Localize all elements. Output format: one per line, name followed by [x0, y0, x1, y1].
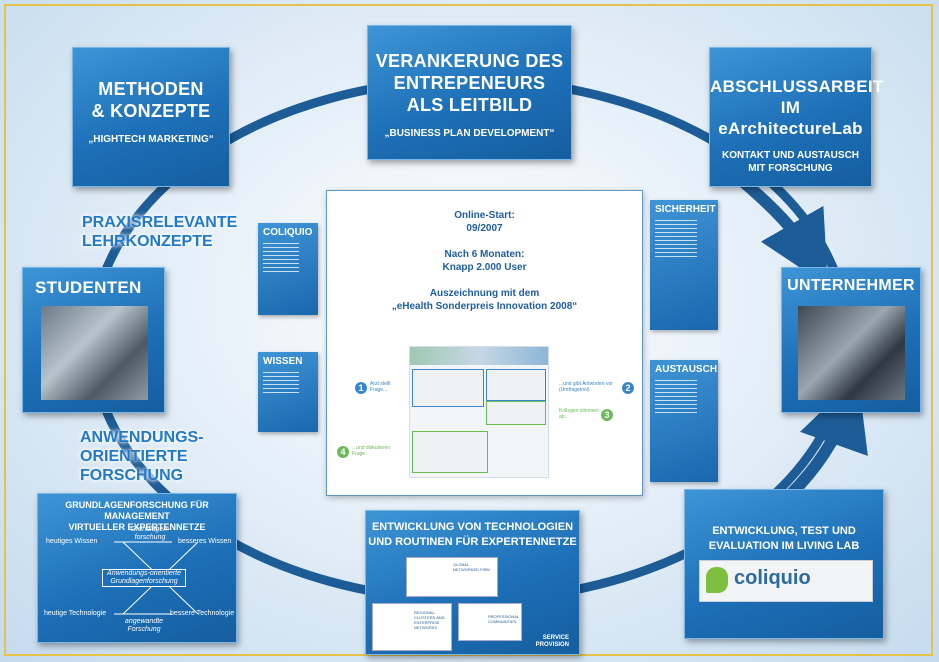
center-panel: Online-Start: 09/2007 Nach 6 Monaten: Kn… [326, 190, 643, 496]
anwendung-line-3: FORSCHUNG [80, 467, 184, 484]
center-line-5: Auszeichnung mit dem [429, 288, 540, 299]
step-1-text: Arzt stellt Frage... [370, 381, 391, 393]
anwendung-label: ANWENDUNGS- ORIENTIERTE FORSCHUNG [80, 428, 204, 485]
verankerung-subtitle: „BUSINESS PLAN DEVELOPMENT“ [384, 128, 555, 139]
step-2-badge: 2 [622, 382, 634, 394]
technologien-title-2: UND ROUTINEN FÜR EXPERTENNETZE [368, 536, 577, 548]
center-line-6: „eHealth Sonderpreis Innovation 2008“ [391, 301, 578, 312]
living-lab-box: ENTWICKLUNG, TEST UND EVALUATION IM LIVI… [684, 489, 884, 639]
wissen-mini-box: WISSEN ▬▬▬▬▬▬▬▬▬▬▬▬ ▬▬▬▬▬▬▬▬▬▬▬▬ ▬▬▬▬▬▬▬… [258, 352, 318, 432]
studenten-title: STUDENTEN [35, 278, 142, 297]
center-line-1: Online-Start: [454, 210, 515, 221]
network-node-global-label: GLOBAL NETWORKED FIRM [453, 562, 490, 572]
anwendung-line-1: ANWENDUNGS- [80, 429, 204, 446]
verankerung-box: VERANKERUNG DES ENTREPENEURS ALS LEITBIL… [367, 25, 572, 160]
abschlussarbeit-sub-2: MIT FORSCHUNG [748, 163, 833, 174]
sicherheit-mini-box: SICHERHEIT ▬▬▬▬▬▬▬▬▬▬▬▬▬▬ ▬▬▬▬▬▬▬▬▬▬▬▬▬▬… [650, 200, 718, 330]
step-3-text: Kollegen stimmen ab... [559, 408, 599, 420]
grundlagen-left-top: heutiges Wissen [46, 538, 98, 545]
living-lab-title-1: ENTWICKLUNG, TEST UND [712, 525, 856, 537]
abschlussarbeit-box: ABSCHLUSSARBEIT IM eArchitectureLab KONT… [709, 47, 884, 187]
studenten-photo [41, 306, 148, 400]
network-node-communities-label: PROFESSIONAL COMMUNITIES [488, 614, 519, 624]
austausch-mini-title: AUSTAUSCH [655, 364, 718, 375]
methoden-box: METHODEN & KONZEPTE „HIGHTECH MARKETING“ [72, 47, 230, 187]
sicherheit-mini-title: SICHERHEIT [655, 204, 716, 215]
unternehmer-title: UNTERNEHMER [787, 277, 915, 294]
step-3-badge: 3 [601, 409, 613, 421]
technologien-title-1: ENTWICKLUNG VON TECHNOLOGIEN [371, 521, 574, 533]
austausch-mini-box: AUSTAUSCH ▬▬▬▬▬▬▬▬▬▬▬▬▬▬ ▬▬▬▬▬▬▬▬▬▬▬▬▬▬ … [650, 360, 718, 482]
unternehmer-photo [798, 306, 905, 400]
network-node-regional-label: REGIONAL CLUSTERS AND ENTERPRISE NETWORK… [414, 610, 445, 630]
grundlagen-title-2: VIRTUELLER EXPERTENNETZE [68, 522, 206, 532]
center-line-2: 09/2007 [466, 223, 503, 234]
verankerung-title-3: ALS LEITBILD [406, 95, 533, 115]
unternehmer-box: UNTERNEHMER [781, 267, 921, 413]
coliquio-logo-mark [706, 567, 728, 593]
abschlussarbeit-title-2: IM eArchitectureLab [718, 98, 863, 138]
living-lab-title-2: EVALUATION IM LIVING LAB [708, 540, 860, 552]
arrow-bottom-right [785, 376, 868, 500]
network-node-global: GLOBAL NETWORKED FIRM [406, 557, 498, 597]
coliquio-mini-box: COLIQUIO ▬▬▬▬▬▬▬▬▬▬▬▬ ▬▬▬▬▬▬▬▬▬▬▬▬ ▬▬▬▬▬… [258, 223, 318, 315]
network-node-regional: REGIONAL CLUSTERS AND ENTERPRISE NETWORK… [372, 603, 452, 651]
praxis-line-1: PRAXISRELEVANTE [82, 214, 238, 231]
methoden-title-1: METHODEN [98, 79, 204, 99]
step-4-text: ...und diskutieren Frage [352, 445, 391, 457]
abschlussarbeit-title-1: ABSCHLUSSARBEIT [710, 77, 884, 96]
technologien-box: ENTWICKLUNG VON TECHNOLOGIEN UND ROUTINE… [365, 510, 580, 655]
coliquio-logo-text: coliquio [734, 567, 811, 589]
screenshot-region-4 [412, 431, 488, 473]
grundlagen-box: GRUNDLAGENFORSCHUNG FÜR MANAGEMENT VIRTU… [37, 493, 237, 643]
studenten-box: STUDENTEN [22, 267, 165, 413]
grundlagen-top-label: Grundlagen-forschung [130, 526, 170, 541]
sicherheit-mini-body: ▬▬▬▬▬▬▬▬▬▬▬▬▬▬ ▬▬▬▬▬▬▬▬▬▬▬▬▬▬ ▬▬▬▬▬▬▬▬▬▬… [655, 218, 697, 258]
step-4-badge: 4 [337, 446, 349, 458]
grundlagen-middle-label: Anwendungs-orientierte Grundlagenforschu… [102, 569, 186, 587]
screenshot-region-2 [486, 369, 546, 401]
verankerung-title-2: ENTREPENEURS [393, 73, 546, 93]
coliquio-mini-body: ▬▬▬▬▬▬▬▬▬▬▬▬ ▬▬▬▬▬▬▬▬▬▬▬▬ ▬▬▬▬▬▬▬▬▬▬▬▬ ▬… [263, 241, 299, 273]
praxis-line-2: LEHRKONZEPTE [82, 233, 213, 250]
coliquio-mini-title: COLIQUIO [263, 227, 313, 238]
austausch-mini-body: ▬▬▬▬▬▬▬▬▬▬▬▬▬▬ ▬▬▬▬▬▬▬▬▬▬▬▬▬▬ ▬▬▬▬▬▬▬▬▬▬… [655, 378, 697, 414]
wissen-mini-title: WISSEN [263, 356, 303, 367]
network-node-communities: PROFESSIONAL COMMUNITIES [458, 603, 522, 641]
praxis-label: PRAXISRELEVANTE LEHRKONZEPTE [82, 213, 237, 251]
center-line-4: Knapp 2.000 User [442, 262, 527, 273]
methoden-title-2: & KONZEPTE [91, 101, 211, 121]
screenshot-region-1 [412, 369, 484, 407]
grundlagen-title-1: GRUNDLAGENFORSCHUNG FÜR MANAGEMENT [65, 500, 209, 521]
service-provision-label: SERVICE PROVISION [535, 635, 569, 648]
step-2-text: ...und gibt Antworten vor (Umfragetool) [559, 381, 613, 393]
step-1-badge: 1 [355, 382, 367, 394]
coliquio-logo: coliquio [699, 560, 873, 602]
methoden-subtitle: „HIGHTECH MARKETING“ [88, 134, 214, 145]
anwendung-line-2: ORIENTIERTE [80, 448, 188, 465]
verankerung-title-1: VERANKERUNG DES [375, 51, 564, 71]
platform-screenshot [409, 346, 549, 478]
center-line-3: Nach 6 Monaten: [444, 249, 525, 260]
wissen-mini-body: ▬▬▬▬▬▬▬▬▬▬▬▬ ▬▬▬▬▬▬▬▬▬▬▬▬ ▬▬▬▬▬▬▬▬▬▬▬▬ ▬… [263, 370, 299, 394]
abschlussarbeit-sub-1: KONTAKT UND AUSTAUSCH [721, 150, 860, 161]
grundlagen-left-bottom: heutige Technologie [44, 610, 107, 617]
grundlagen-bottom-label: angewandte Forschung [124, 618, 164, 633]
screenshot-region-3 [486, 401, 546, 425]
grundlagen-right-top: besseres Wissen [178, 538, 232, 545]
grundlagen-right-bottom: bessere Technologie [170, 610, 235, 617]
